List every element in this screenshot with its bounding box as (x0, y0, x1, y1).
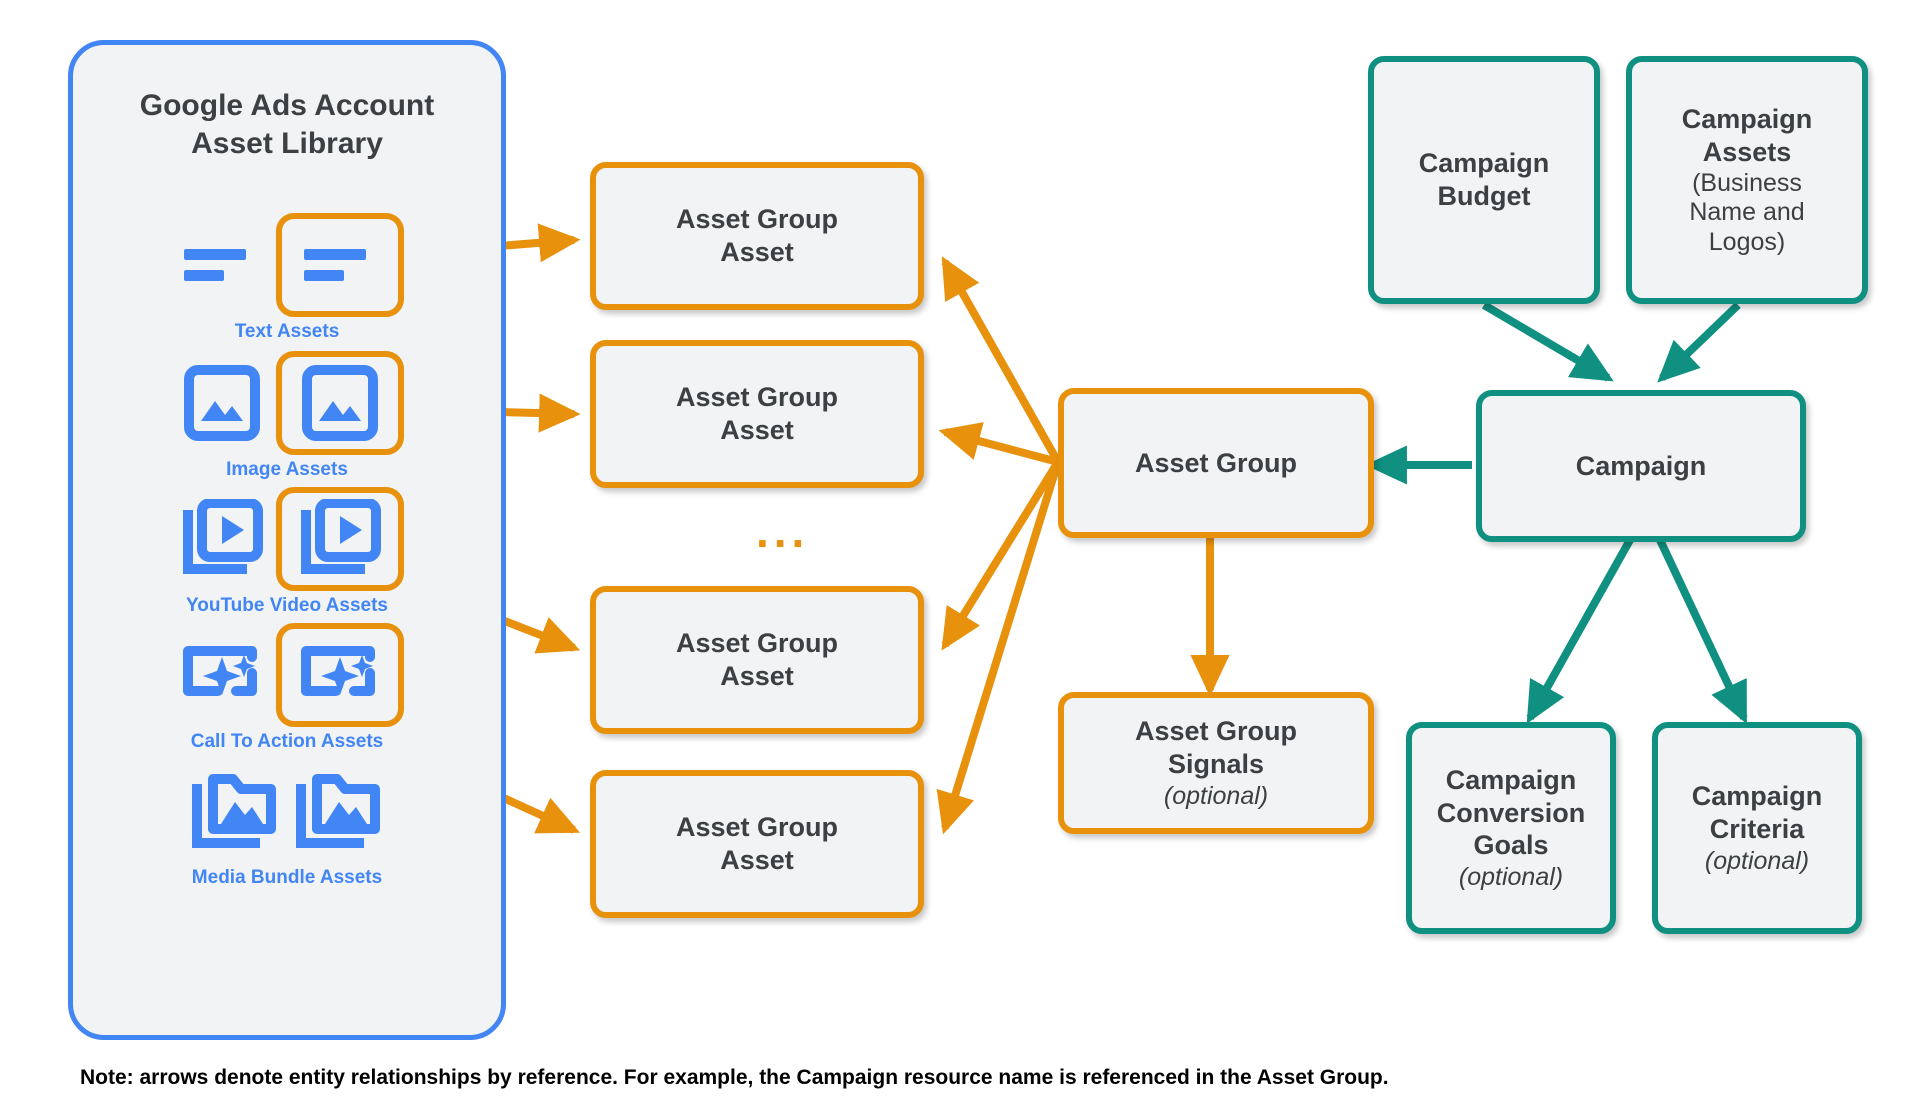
node-title: Campaign Budget (1418, 148, 1550, 211)
library-item-video-assets[interactable]: YouTube Video Assets (73, 487, 501, 625)
node-title: Asset Group Signals (1134, 716, 1298, 779)
library-item-text-assets[interactable]: Text Assets (73, 213, 501, 351)
call-to-action-icon (170, 629, 274, 721)
video-asset-icon (170, 493, 274, 585)
node-subtitle: (Business Name and Logos) (1689, 168, 1805, 256)
library-item-call-to-action-assets[interactable]: Call To Action Assets (73, 623, 501, 761)
campaign-inbound-arrows (1481, 301, 1741, 383)
asset-group-asset-box-3[interactable]: Asset Group Asset (590, 586, 924, 734)
campaign-criteria-box[interactable]: Campaign Criteria (optional) (1652, 722, 1862, 934)
library-item-label: Call To Action Assets (190, 731, 384, 752)
image-asset-icon-selected[interactable] (276, 351, 404, 455)
campaign-assets-box[interactable]: Campaign Assets (Business Name and Logos… (1626, 56, 1868, 304)
node-title: Asset Group (1134, 447, 1298, 478)
image-asset-icon (170, 357, 274, 449)
node-title: Campaign Conversion Goals (1436, 764, 1586, 861)
library-item-label: Image Assets (226, 459, 348, 480)
asset-group-asset-box-4[interactable]: Asset Group Asset (590, 770, 924, 918)
asset-group-asset-box-2[interactable]: Asset Group Asset (590, 340, 924, 488)
call-to-action-icon-selected[interactable] (276, 623, 404, 727)
asset-group-signals-box[interactable]: Asset Group Signals (optional) (1058, 692, 1374, 834)
campaign-box[interactable]: Campaign (1476, 390, 1806, 542)
text-asset-icon (170, 219, 274, 311)
library-item-label: YouTube Video Assets (185, 595, 388, 616)
asset-group-asset-box-1[interactable]: Asset Group Asset (590, 162, 924, 310)
asset-library-panel: Google Ads Account Asset Library Text (68, 40, 506, 1040)
node-title: Asset Group Asset (675, 382, 839, 445)
diagram-footnote: Note: arrows denote entity relationships… (80, 1066, 1389, 1089)
ellipsis-indicator: ... (756, 505, 810, 557)
asset-group-box[interactable]: Asset Group (1058, 388, 1374, 538)
media-bundle-asset-icon-second (287, 765, 391, 857)
video-asset-icon-selected[interactable] (276, 487, 404, 591)
campaign-budget-box[interactable]: Campaign Budget (1368, 56, 1600, 304)
node-title: Campaign Criteria (1691, 781, 1823, 844)
node-title: Asset Group Asset (675, 628, 839, 691)
asset-library-title: Google Ads Account Asset Library (139, 89, 435, 160)
text-asset-icon-selected[interactable] (276, 213, 404, 317)
campaign-outbound-arrows (1526, 538, 1748, 725)
library-item-image-assets[interactable]: Image Assets (73, 351, 501, 489)
node-title: Campaign (1575, 450, 1707, 481)
node-title: Asset Group Asset (675, 204, 839, 267)
campaign-conversion-goals-box[interactable]: Campaign Conversion Goals (optional) (1406, 722, 1616, 934)
node-optional-label: (optional) (1704, 846, 1810, 875)
library-item-label: Text Assets (234, 321, 340, 342)
node-title: Asset Group Asset (675, 812, 839, 875)
media-bundle-asset-icon (183, 765, 287, 857)
node-title: Campaign Assets (1681, 103, 1813, 167)
asset-group-to-asset-arrows (936, 256, 1062, 835)
node-optional-label: (optional) (1458, 863, 1564, 892)
node-optional-label: (optional) (1163, 781, 1269, 810)
library-item-label: Media Bundle Assets (191, 867, 383, 888)
library-item-media-bundle-assets[interactable]: Media Bundle Assets (73, 759, 501, 897)
